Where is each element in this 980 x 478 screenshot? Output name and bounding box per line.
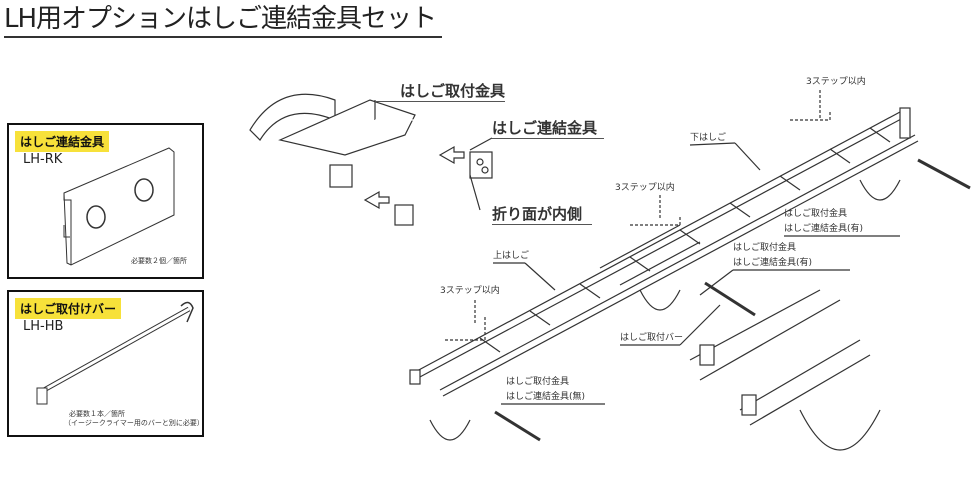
label-mid-b1: はしご取付金具 (733, 243, 797, 253)
page-title: LH用オプションはしご連結金具セット (4, 2, 443, 38)
callout-connect-bracket: はしご連結金具 (492, 117, 604, 139)
part-note: 必要数２個／箇所 (131, 257, 187, 265)
callout-mount-bracket: はしご取付金具 (375, 80, 505, 102)
part-card-connector: はしご連結金具 LH-RK 必要数２個／箇所 (7, 123, 204, 279)
mount-bar-illustration (36, 301, 194, 405)
label-step-mid: 3ステップ以内 (615, 183, 675, 193)
connector-plate-illustration (63, 147, 175, 266)
label-mount-bar: はしご取付バー (620, 333, 684, 343)
label-step-left: 3ステップ以内 (440, 286, 500, 296)
part-model: LH-RK (23, 152, 63, 167)
label-bottom-c1: はしご取付金具 (506, 377, 570, 387)
part-note: 必要数１本／箇所 (69, 410, 125, 418)
ladder-rungs (479, 127, 891, 353)
label-mid-b2: はしご連結金具(有) (733, 258, 813, 268)
part-note-2: （イージークライマー用のバーと別に必要） (64, 419, 204, 427)
label-step-top: 3ステップ以内 (806, 77, 866, 87)
part-card-bar: はしご取付けバー LH-HB 必要数１本／箇所 （イージークライマー用のバーと別… (7, 290, 204, 437)
part-tag: はしご取付けバー (15, 298, 122, 319)
part-tag: はしご連結金具 (15, 131, 110, 152)
label-right-a2: はしご連結金具(有) (784, 224, 864, 234)
label-upper-ladder: 上はしご (493, 251, 530, 261)
label-right-a1: はしご取付金具 (784, 209, 848, 219)
part-model: LH-HB (23, 319, 64, 334)
label-bottom-c2: はしご連結金具(無) (506, 392, 586, 402)
callout-fold-inside: 折り面が内側 (492, 203, 592, 225)
label-lower-ladder: 下はしご (690, 133, 727, 143)
